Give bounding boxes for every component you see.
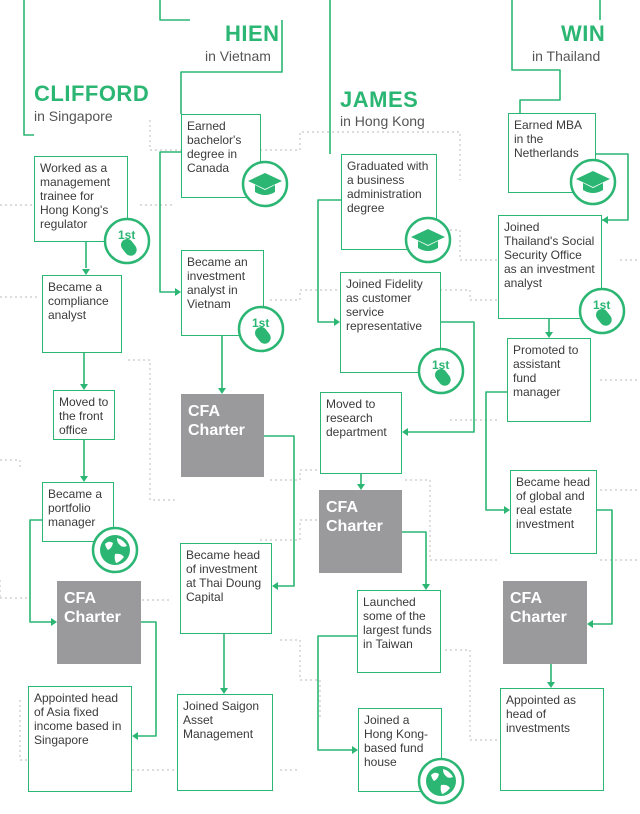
step-box: Moved to research department: [320, 392, 402, 474]
background-dotted-line: [0, 459, 21, 470]
step-box: Became an investment analyst in Vietnam: [181, 250, 264, 336]
first-job-badge-icon: 1st: [417, 347, 465, 395]
background-dotted-line: [280, 639, 321, 720]
first-badge-label: 1st: [432, 358, 449, 372]
person-location-james: in Hong Kong: [340, 113, 425, 129]
step-box: Worked as a management trainee for Hong …: [34, 156, 128, 242]
first-job-badge-icon: 1st: [103, 217, 151, 265]
connector-line: [159, 0, 190, 21]
arrow-head: [132, 732, 138, 740]
connector-line: [23, 0, 34, 136]
arrow-head: [602, 216, 608, 224]
first-job-badge-icon: 1st: [578, 287, 626, 335]
step-box: Joined Fidelity as customer service repr…: [340, 272, 441, 373]
connector-line: [180, 20, 283, 114]
background-dotted-line: [445, 649, 500, 741]
arrow-head: [504, 506, 510, 514]
connector-line: [485, 391, 507, 511]
background-dotted-line: [128, 359, 178, 501]
arrow-head: [272, 582, 278, 590]
arrow-head: [82, 269, 90, 275]
first-badge-label: 1st: [252, 316, 269, 330]
connector-line: [511, 0, 561, 113]
arrow-head: [547, 682, 555, 688]
arrow-head: [220, 688, 228, 694]
step-box: Became a compliance analyst: [42, 275, 122, 353]
connector-line: [317, 635, 357, 751]
arrow-head: [352, 746, 358, 754]
step-box: Earned MBA in the Netherlands: [508, 113, 596, 193]
arrow-head: [587, 620, 593, 628]
first-badge-label: 1st: [118, 228, 135, 242]
arrow-head: [80, 384, 88, 390]
person-name-win: WIN: [561, 21, 606, 46]
arrow-head: [80, 476, 88, 482]
connector-line: [408, 321, 475, 433]
connector-line: [159, 151, 181, 293]
connector-line: [138, 621, 157, 737]
globe-icon: [91, 526, 139, 574]
arrow-head: [218, 388, 226, 394]
connector-line: [317, 199, 341, 323]
cfa-charter-box: CFA Charter: [181, 394, 264, 477]
cfa-charter-box: CFA Charter: [319, 490, 402, 573]
arrow-head: [175, 288, 181, 296]
step-box: Joined Saigon Asset Management: [177, 694, 273, 791]
connector-line: [264, 435, 295, 587]
first-badge-label: 1st: [593, 298, 610, 312]
background-dotted-line: [149, 120, 461, 180]
step-box: Moved to the front office: [53, 390, 115, 440]
step-box: Became head of investment at Thai Doung …: [180, 543, 272, 634]
arrow-head: [357, 484, 365, 490]
background-dotted-line: [445, 229, 498, 261]
background-dotted-line: [270, 469, 320, 481]
first-job-badge-icon: 1st: [237, 305, 285, 353]
background-dotted-line: [19, 700, 28, 761]
person-name-hien: HIEN: [225, 21, 280, 46]
arrow-head: [402, 428, 408, 436]
step-box: Became head of global and real estate in…: [510, 470, 597, 554]
globe-icon: [417, 757, 465, 805]
person-location-hien: in Vietnam: [205, 48, 271, 64]
connector-line: [402, 531, 427, 584]
connector-line: [593, 509, 613, 625]
person-location-clifford: in Singapore: [34, 108, 113, 124]
graduation-cap-icon: [241, 160, 289, 208]
step-box: Appointed as head of investments: [500, 688, 604, 791]
person-name-clifford: CLIFFORD: [34, 81, 150, 106]
arrow-head: [334, 318, 340, 326]
arrow-head: [51, 618, 57, 626]
step-box: Appointed head of Asia fixed income base…: [28, 686, 132, 792]
cfa-charter-box: CFA Charter: [57, 581, 141, 664]
graduation-cap-icon: [569, 158, 617, 206]
background-dotted-line: [405, 479, 500, 561]
step-box: Promoted to assistant fund manager: [507, 338, 591, 422]
person-location-win: in Thailand: [532, 48, 601, 64]
cfa-charter-box: CFA Charter: [503, 581, 587, 664]
connector-line: [596, 153, 629, 221]
arrow-head: [545, 332, 553, 338]
background-dotted-line: [260, 519, 320, 541]
person-name-james: JAMES: [340, 87, 419, 112]
arrow-head: [422, 584, 430, 590]
graduation-cap-icon: [404, 216, 452, 264]
connector-line: [29, 519, 52, 623]
step-box: Graduated with a business administration…: [341, 154, 437, 250]
step-box: Launched some of the largest funds in Ta…: [357, 590, 441, 673]
